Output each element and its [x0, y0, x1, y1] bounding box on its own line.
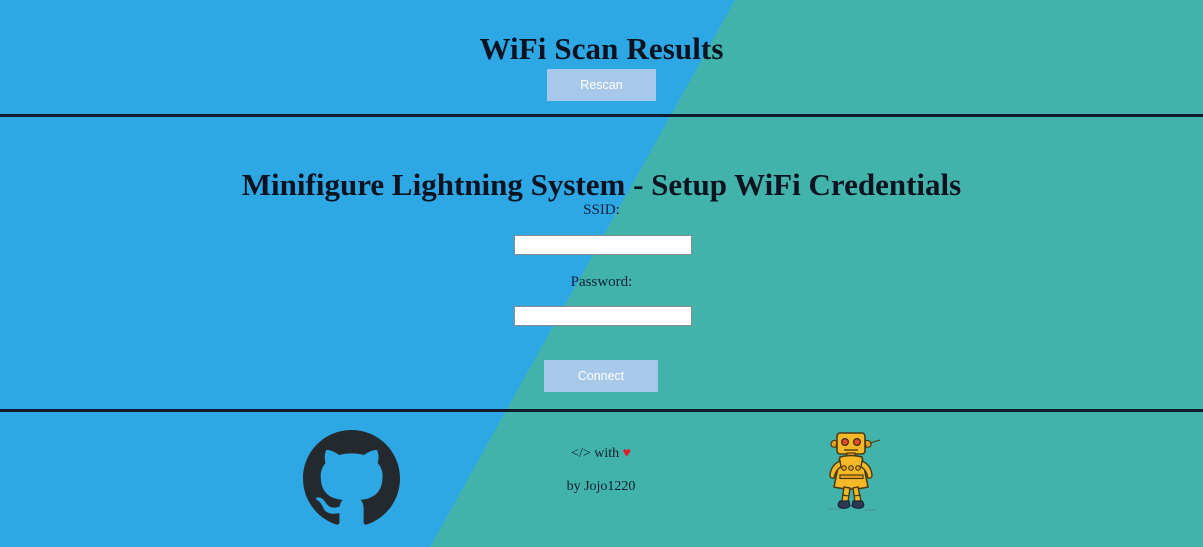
heart-icon: ♥	[622, 446, 631, 461]
divider-top	[0, 114, 1203, 117]
password-input[interactable]	[514, 306, 692, 326]
minifigure-robot-icon	[820, 425, 882, 515]
ssid-input[interactable]	[514, 235, 692, 255]
password-label: Password:	[570, 274, 633, 290]
github-octocat-icon	[303, 430, 400, 527]
setup-title: Minifigure Lightning System - Setup WiFi…	[241, 166, 962, 202]
credit-author-text: by Jojo1220	[566, 479, 636, 494]
credit-prefix-text: </> with	[571, 446, 620, 461]
connect-button[interactable]: Connect	[544, 360, 658, 392]
wifi-scan-results-section: WiFi Scan Results Rescan	[0, 0, 1203, 114]
setup-wifi-credentials-section: Minifigure Lightning System - Setup WiFi…	[0, 117, 1203, 409]
github-link[interactable]	[303, 430, 400, 527]
page-title: WiFi Scan Results	[479, 30, 724, 66]
credit-line-code-with-love: </> with ♥	[451, 444, 751, 464]
rescan-button[interactable]: Rescan	[547, 69, 656, 101]
ssid-label: SSID:	[583, 202, 620, 218]
credit-block: </> with ♥ by Jojo1220	[451, 444, 751, 497]
footer-section: </> with ♥ by Jojo1220	[0, 412, 1203, 547]
divider-bottom	[0, 409, 1203, 412]
